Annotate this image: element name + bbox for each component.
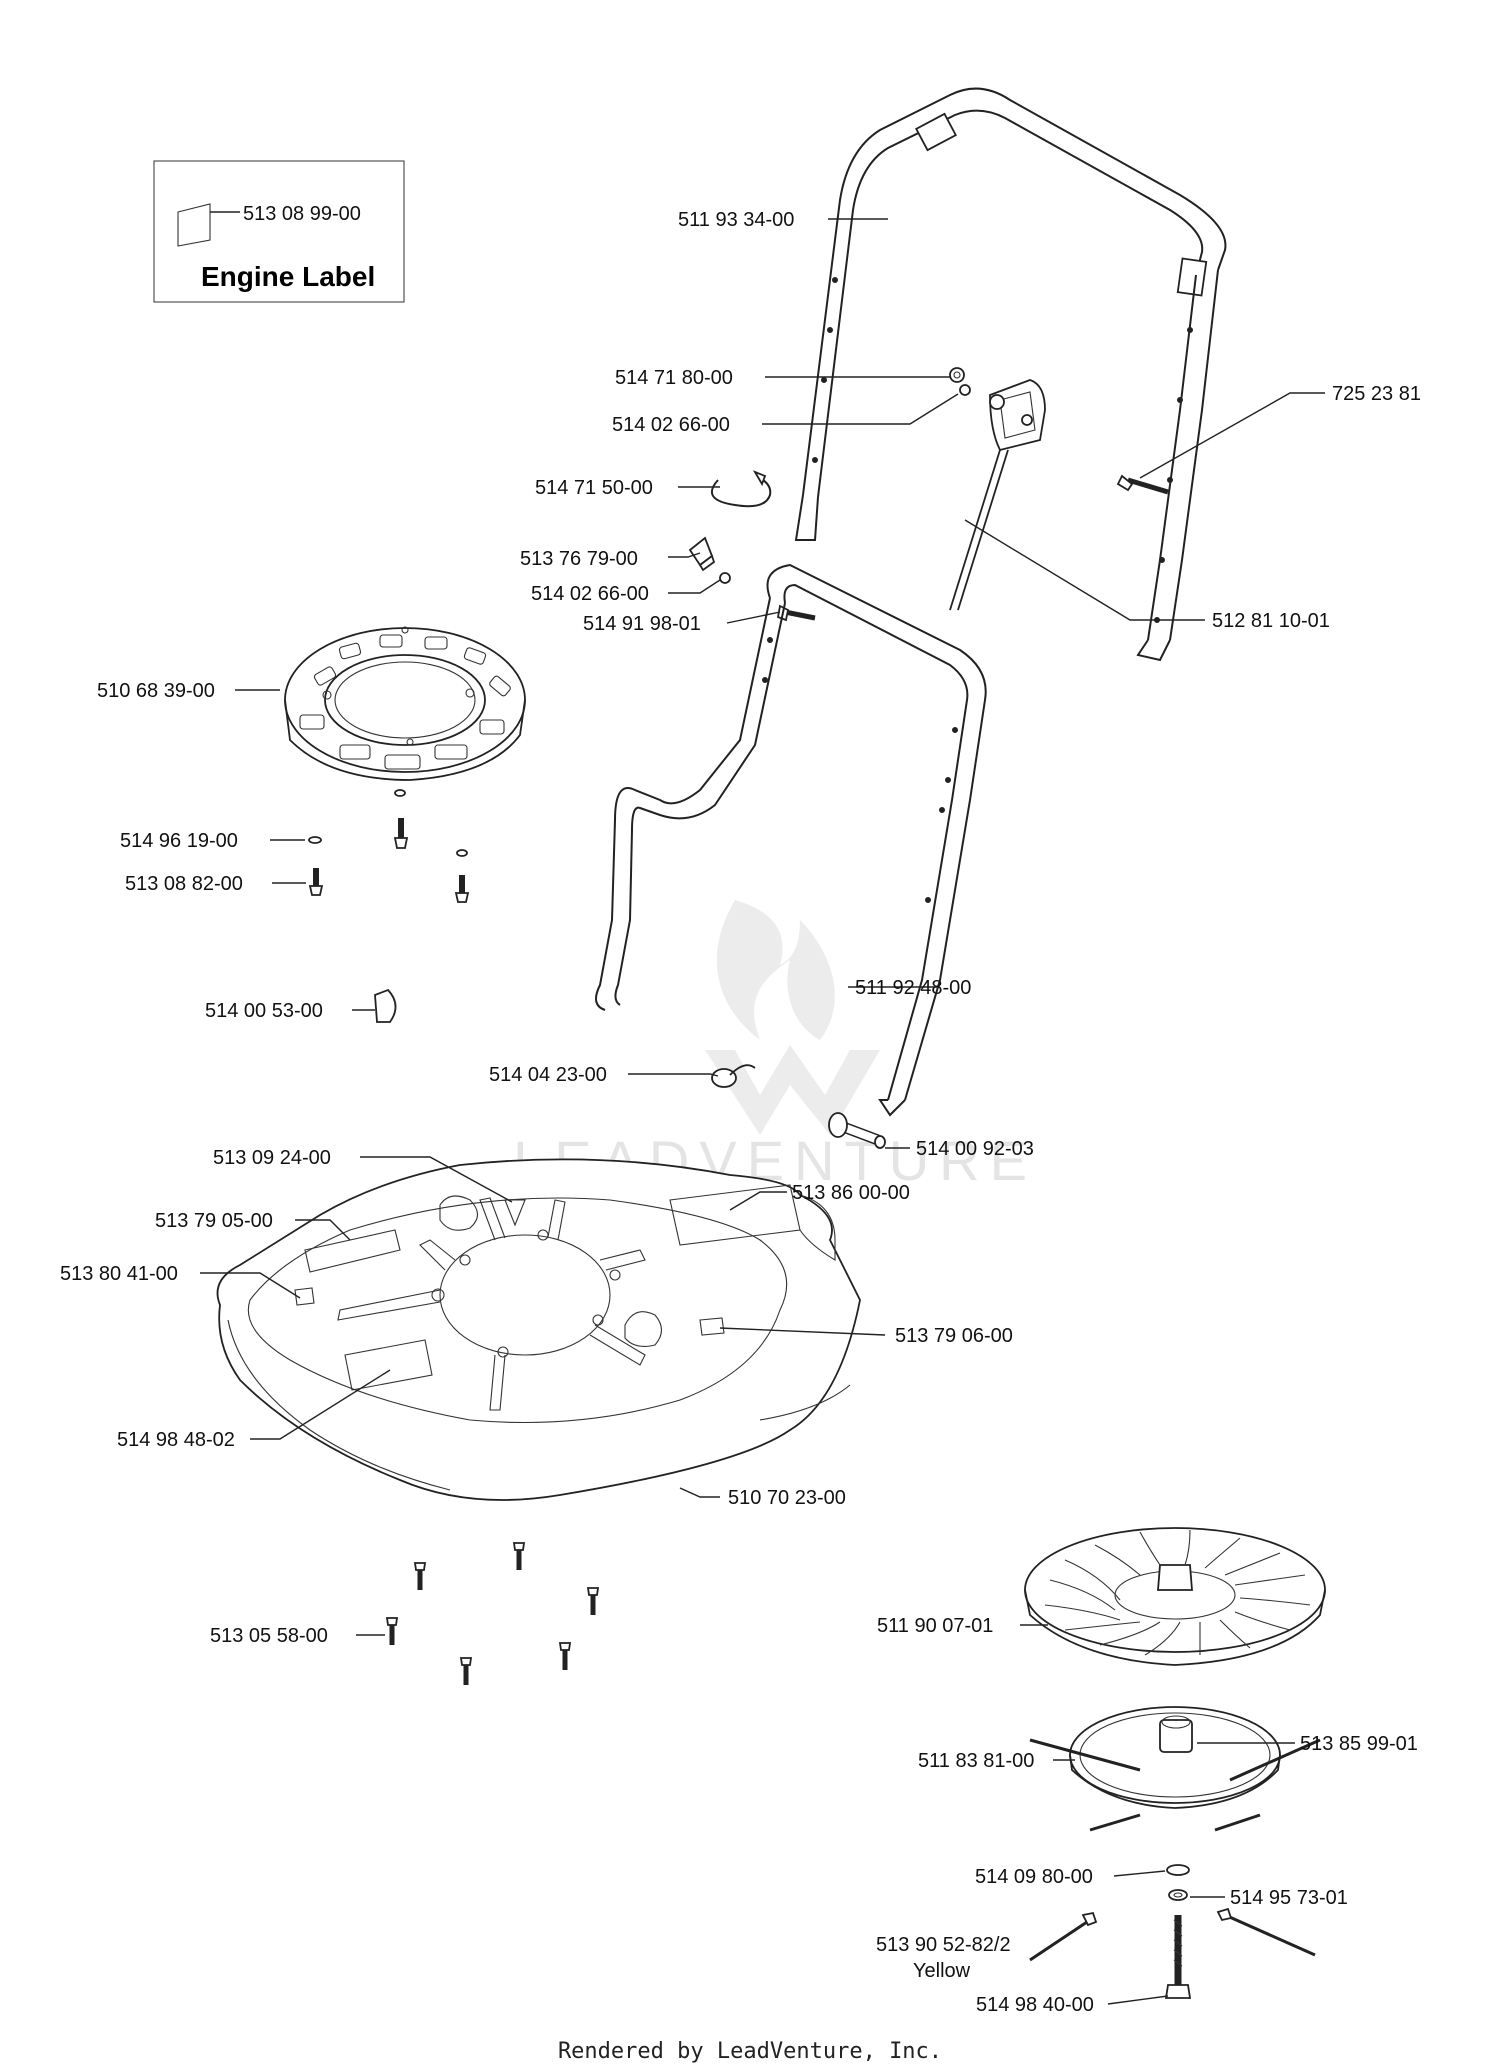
callout-clip-lower: 514 04 23-00 <box>489 1064 607 1086</box>
callout-motor-cover-ring: 510 68 39-00 <box>97 680 215 702</box>
engine-label-part-number: 513 08 99-00 <box>243 203 361 225</box>
callout-label-arrow: 513 09 24-00 <box>213 1147 331 1169</box>
small-hardware-upper <box>688 367 1169 622</box>
callout-washer-disc: 514 09 80-00 <box>975 1866 1093 1888</box>
callout-label-left: 513 79 05-00 <box>155 1210 273 1232</box>
motor-cover-ring-drawing <box>284 626 526 781</box>
callout-hood: 510 70 23-00 <box>728 1487 846 1509</box>
callout-nut: 514 71 80-00 <box>615 367 733 389</box>
callout-cutting-line: 513 90 52-82/2 <box>876 1934 1011 1956</box>
callout-spring-washer: 514 95 73-01 <box>1230 1887 1348 1909</box>
leader-lines <box>200 218 1325 2005</box>
callout-screw-hood: 513 05 58-00 <box>210 1625 328 1647</box>
callout-cutting-line-note: Yellow <box>913 1960 971 1982</box>
callout-labels: 511 93 34-00 514 71 80-00 514 02 66-00 7… <box>60 209 1421 2016</box>
callout-washer-upper: 514 02 66-00 <box>612 414 730 436</box>
engine-label-box: 513 08 99-00 Engine Label <box>153 160 405 303</box>
callout-center-bolt: 514 98 40-00 <box>976 1994 1094 2016</box>
callout-screw-ring: 513 08 82-00 <box>125 873 243 895</box>
fan-drawing <box>1024 1527 1326 1666</box>
hood-screws <box>385 1542 600 1685</box>
blade-disc-drawing <box>1029 1706 1321 1832</box>
callout-washer-small: 514 96 19-00 <box>120 830 238 852</box>
cap-drawing <box>374 988 397 1023</box>
callout-bolt-handle: 514 91 98-01 <box>583 613 701 635</box>
callout-switch-cable: 512 81 10-01 <box>1212 610 1330 632</box>
engine-label-title: Engine Label <box>201 261 375 292</box>
ring-hardware <box>308 789 470 903</box>
callout-screw-725: 725 23 81 <box>1332 383 1421 405</box>
switch-drawing <box>949 379 1046 611</box>
callout-handle-lower: 511 92 48-00 <box>855 977 971 999</box>
upper-handle-drawing <box>794 87 1227 662</box>
disc-hardware <box>1029 1864 1316 1999</box>
callout-hub: 513 85 99-01 <box>1300 1733 1418 1755</box>
callout-blade-disc: 511 83 81-00 <box>918 1750 1034 1772</box>
callout-pin: 514 00 92-03 <box>916 1138 1034 1160</box>
callout-cable-clip: 514 71 50-00 <box>535 477 653 499</box>
callout-washer-lower: 514 02 66-00 <box>531 583 649 605</box>
callout-knob: 513 76 79-00 <box>520 548 638 570</box>
footer-text: Rendered by LeadVenture, Inc. <box>558 2039 942 2064</box>
lower-handle-hardware <box>711 1064 886 1149</box>
lower-handle-drawing <box>595 563 987 1117</box>
callout-label-small-right: 513 79 06-00 <box>895 1325 1013 1347</box>
callout-fan: 511 90 07-01 <box>877 1615 993 1637</box>
callout-label-front: 514 98 48-02 <box>117 1429 235 1451</box>
callout-handle-upper: 511 93 34-00 <box>678 209 794 231</box>
callout-label-rear: 513 86 00-00 <box>792 1182 910 1204</box>
hood-drawing <box>216 1158 861 1501</box>
callout-label-small-left: 513 80 41-00 <box>60 1263 178 1285</box>
callout-cap: 514 00 53-00 <box>205 1000 323 1022</box>
